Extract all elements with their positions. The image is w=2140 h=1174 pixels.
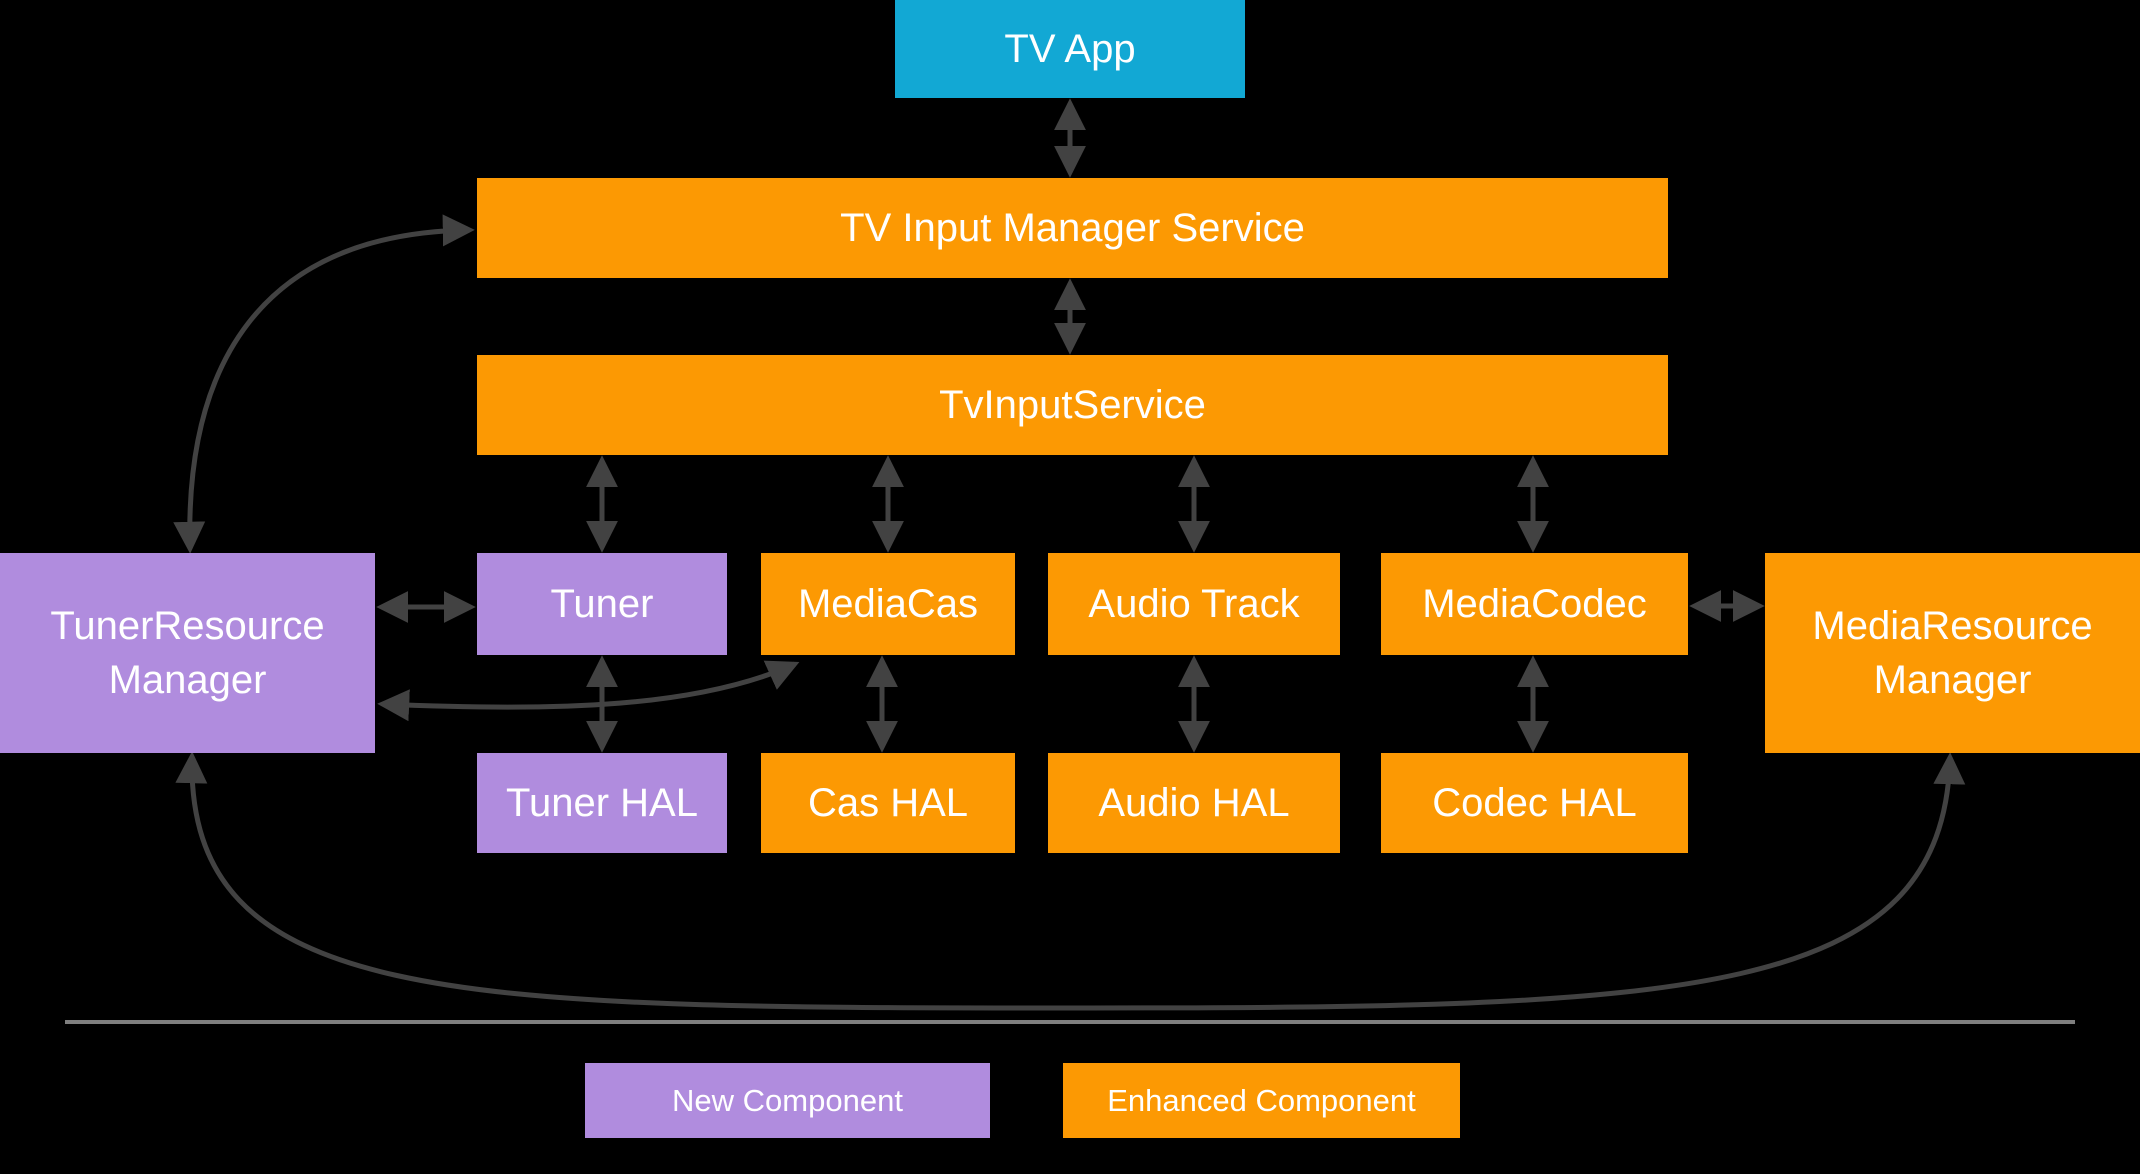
legend-new-component: New Component [585, 1063, 990, 1138]
node-tv-app: TV App [895, 0, 1245, 98]
legend-enhanced-component: Enhanced Component [1063, 1063, 1460, 1138]
arrow-trm-mediacas [377, 660, 800, 722]
node-tv-input-service: TvInputService [477, 355, 1668, 455]
node-tv-input-manager-service: TV Input Manager Service [477, 178, 1668, 278]
node-media-codec: MediaCodec [1381, 553, 1688, 655]
arrow-trm-tims [173, 214, 475, 554]
node-audio-track: Audio Track [1048, 553, 1340, 655]
node-tuner-resource-manager: TunerResource Manager [0, 553, 375, 753]
node-cas-hal: Cas HAL [761, 753, 1015, 853]
legend-divider [65, 1020, 2075, 1024]
node-media-cas: MediaCas [761, 553, 1015, 655]
node-tuner-hal: Tuner HAL [477, 753, 727, 853]
arrow-trm-mrm [175, 751, 1966, 1011]
node-media-resource-manager: MediaResource Manager [1765, 553, 2140, 753]
node-codec-hal: Codec HAL [1381, 753, 1688, 853]
node-audio-hal: Audio HAL [1048, 753, 1340, 853]
node-tuner: Tuner [477, 553, 727, 655]
